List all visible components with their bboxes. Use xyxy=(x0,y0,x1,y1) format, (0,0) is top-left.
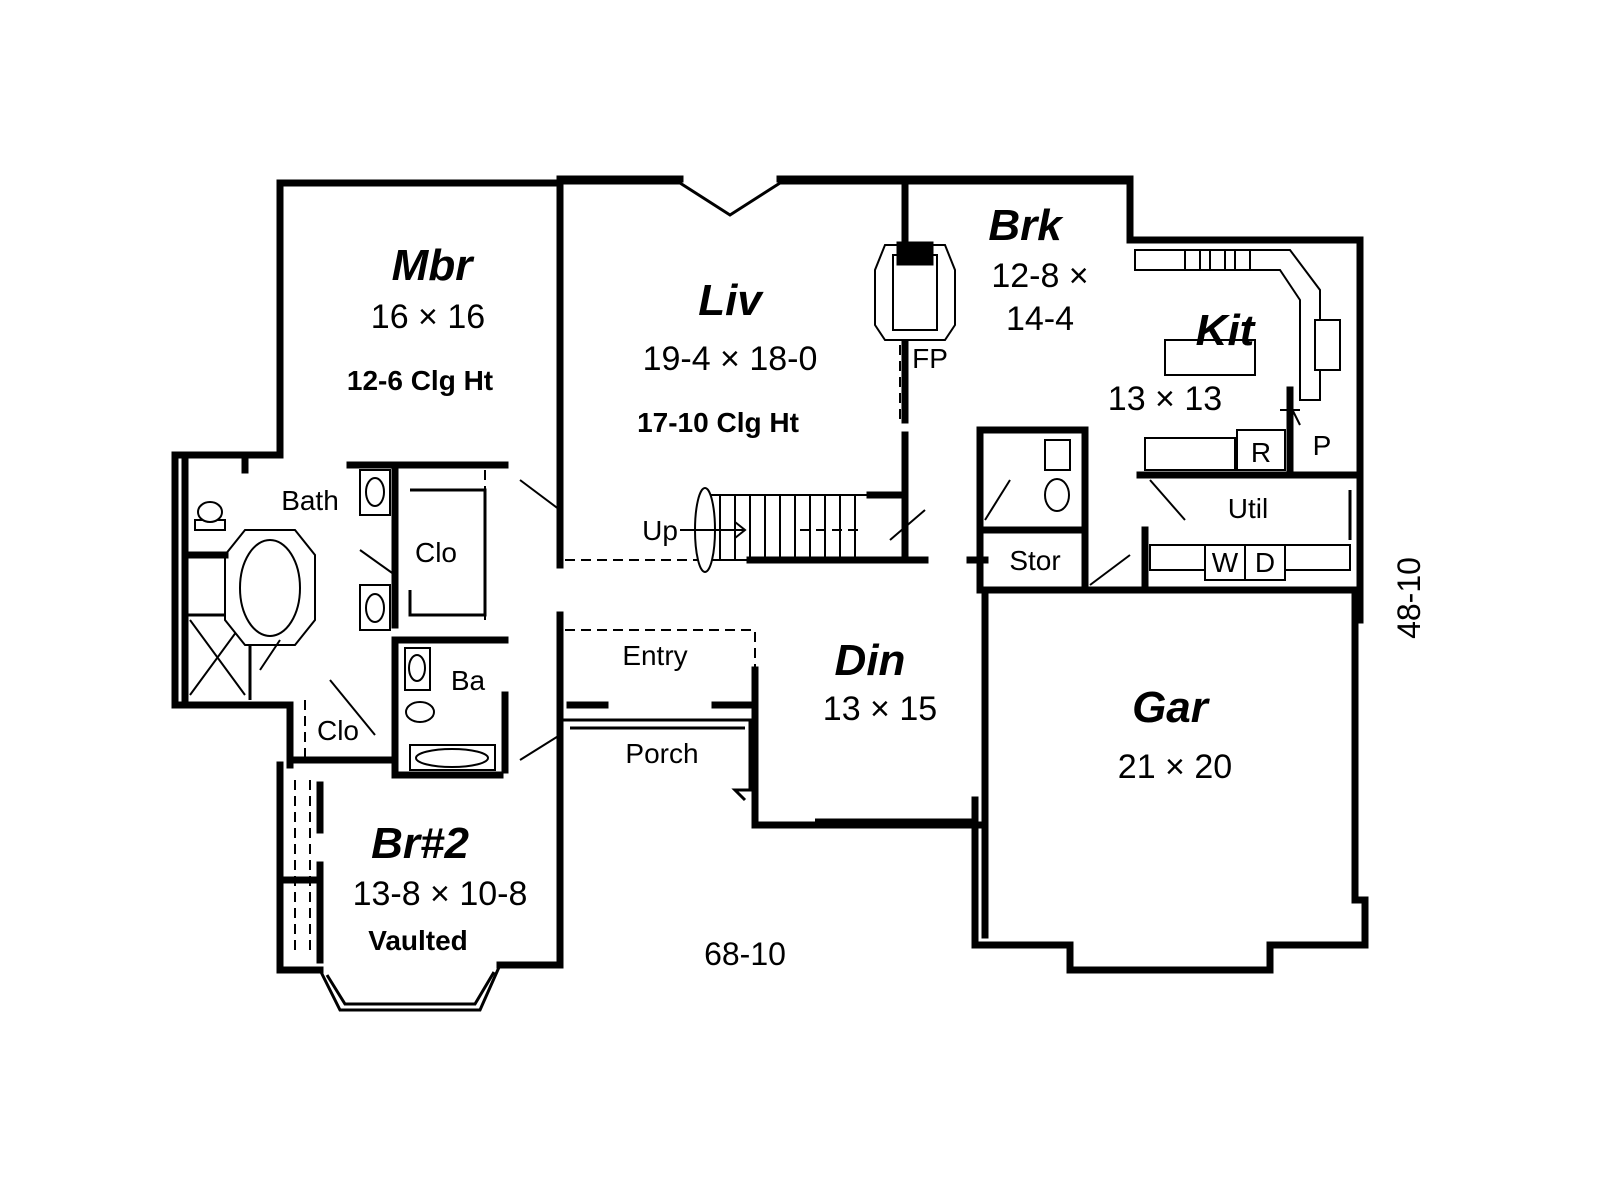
label-dryer: D xyxy=(1255,547,1275,578)
liv-note: 17-10 Clg Ht xyxy=(637,407,799,438)
door-liv xyxy=(889,509,926,541)
ba-tub-basin xyxy=(415,748,489,768)
din-dim: 13 × 15 xyxy=(823,690,937,728)
br2-name: Br#2 xyxy=(371,819,469,868)
small-labels: Bath Clo Ba Clo Up FP Entry Porch Stor U… xyxy=(281,343,1331,769)
stor-toilet-bowl xyxy=(1044,478,1070,512)
brk-name: Brk xyxy=(988,201,1064,250)
mbr-dim: 16 × 16 xyxy=(371,298,485,336)
kitchen-sink xyxy=(1184,249,1251,271)
label-up: Up xyxy=(642,515,678,546)
wall-ba xyxy=(391,636,509,774)
kitchen-range xyxy=(1314,319,1341,371)
liv-dim: 19-4 × 18-0 xyxy=(643,340,818,378)
ba-toilet xyxy=(405,701,435,723)
br2-dim: 13-8 × 10-8 xyxy=(353,875,528,913)
gar-name: Gar xyxy=(1132,683,1211,732)
door-pantry xyxy=(1280,404,1301,426)
br2-note: Vaulted xyxy=(368,925,468,956)
wall-br2-left xyxy=(276,761,324,974)
door-stor-bath xyxy=(984,479,1011,521)
ba-sink-basin xyxy=(408,654,426,682)
label-porch: Porch xyxy=(625,738,698,769)
label-util: Util xyxy=(1228,493,1268,524)
wall-garage xyxy=(971,586,1369,974)
label-refrigerator: R xyxy=(1251,437,1271,468)
door-br2 xyxy=(519,734,561,761)
stair-treads xyxy=(719,495,856,560)
brk-dim-line2: 14-4 xyxy=(1006,300,1074,338)
label-pantry: P xyxy=(1313,430,1332,461)
master-toilet-bowl xyxy=(197,501,223,523)
label-entry: Entry xyxy=(622,640,687,671)
mbr-name: Mbr xyxy=(392,241,476,290)
exterior-walls xyxy=(171,175,1369,1012)
wall-br2-bay xyxy=(318,964,502,1012)
door-mbr xyxy=(519,479,561,511)
wall-br2-right xyxy=(496,611,564,969)
wall-din-window xyxy=(815,818,975,827)
fixtures xyxy=(181,241,1351,771)
label-clo-hall: Clo xyxy=(317,715,359,746)
fireplace-hearth xyxy=(892,254,938,331)
wall-stor-right xyxy=(976,426,1089,594)
door-util xyxy=(1149,479,1186,521)
br2-closet-dashed xyxy=(294,780,311,955)
wall-liv-top xyxy=(560,181,1130,217)
interior-walls xyxy=(181,175,1359,964)
label-washer: W xyxy=(1212,547,1239,578)
stair xyxy=(680,487,870,573)
master-tub-basin xyxy=(239,539,301,637)
stair-arrow xyxy=(680,521,747,539)
master-sink-1-basin xyxy=(365,477,385,507)
room-labels: Mbr 16 × 16 12-6 Clg Ht Liv 19-4 × 18-0 … xyxy=(347,201,1257,956)
gar-dim: 21 × 20 xyxy=(1118,748,1232,786)
label-stor: Stor xyxy=(1009,545,1060,576)
door-hall-clo xyxy=(329,679,376,736)
label-clo-master: Clo xyxy=(415,537,457,568)
kitchen-island xyxy=(1164,339,1256,376)
stor-toilet-tank xyxy=(1044,439,1071,471)
door-shower xyxy=(259,639,281,671)
hall-clo-dashed xyxy=(304,700,395,761)
refrigerator xyxy=(1236,429,1286,471)
label-ba: Ba xyxy=(451,665,486,696)
overall-width: 68-10 xyxy=(704,936,786,972)
kitchen-bar xyxy=(1144,437,1236,471)
overall-depth: 48-10 xyxy=(1391,557,1427,639)
master-sink-2-basin xyxy=(365,593,385,623)
wall-kit-right xyxy=(1126,175,1364,624)
dryer xyxy=(1244,544,1286,581)
kit-name: Kit xyxy=(1196,306,1257,355)
brk-dim-line1: 12-8 × xyxy=(991,257,1088,295)
din-name: Din xyxy=(835,636,906,685)
door-garage xyxy=(1089,554,1131,586)
wall-porch xyxy=(560,718,752,802)
kit-dim: 13 × 13 xyxy=(1108,380,1222,418)
wall-br2-bay-inner xyxy=(325,971,496,1006)
label-fp: FP xyxy=(912,343,948,374)
overall-dimensions: 68-10 48-10 xyxy=(704,557,1427,972)
stair-stringers xyxy=(700,494,870,561)
wall-master-bath-bump xyxy=(171,179,294,709)
liv-name: Liv xyxy=(698,276,764,325)
mbr-note: 12-6 Clg Ht xyxy=(347,365,493,396)
label-bath: Bath xyxy=(281,485,339,516)
fireplace-firebox xyxy=(896,241,934,266)
door-clo-master xyxy=(359,549,396,576)
kitchen-counter xyxy=(1134,249,1321,401)
